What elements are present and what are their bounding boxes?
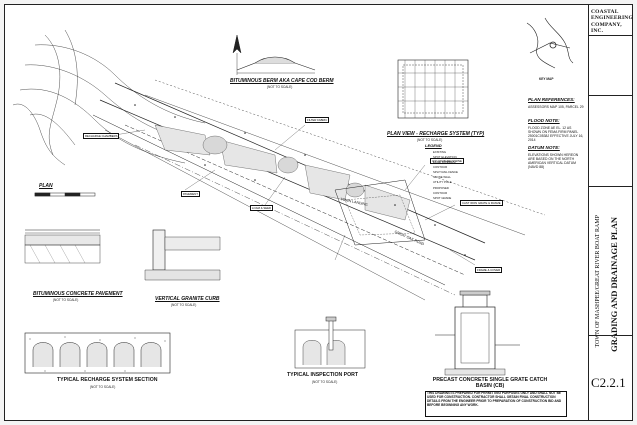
inspection-not-to-scale: (NOT TO SCALE) [312, 380, 338, 384]
plan-title: PLAN [39, 183, 53, 189]
berm-not-to-scale: (NOT TO SCALE) [267, 85, 293, 89]
datum-note-text: ELEVATIONS SHOWN HEREON ARE BASED ON THE… [528, 153, 579, 170]
sheet-block [588, 335, 632, 421]
sheet-number: C2.2.1 [591, 375, 626, 390]
callout-pavement: PAVEMENT [181, 191, 200, 198]
legend-item: EDGE PAVEMENT [433, 160, 457, 164]
company-line2: ENGINEERING [591, 15, 633, 22]
company-line3: COMPANY, INC. [591, 21, 622, 34]
legend-item: EXISTING [433, 150, 447, 154]
legend-item: SPOT GRADE [433, 196, 452, 200]
catch-basin-title: PRECAST CONCRETE SINGLE GRATE CATCH BASI… [432, 377, 548, 390]
company-divider [588, 35, 632, 36]
callout-grate: CAST IRON GRATE & FRAME [460, 200, 503, 207]
title-block [588, 5, 633, 420]
project-title: TOWN OF MASHPEE/GREAT RIVER BOAT RAMP [595, 215, 601, 348]
callout-stone: 3/4" CRUSHED STONE [430, 158, 464, 165]
plan-view-title: PLAN VIEW - RECHARGE SYSTEM (TYP) [387, 131, 485, 137]
company-line1: COASTAL [591, 9, 619, 15]
site-plan-drawing [12, 29, 546, 376]
recharge-section-title: TYPICAL RECHARGE SYSTEM SECTION [57, 377, 158, 383]
inspection-port-title: TYPICAL INSPECTION PORT [287, 372, 359, 378]
project-subtitle: GRADING AND DRAINAGE PLAN [609, 217, 619, 352]
callout-recharge: RECHARGE CHAMBERS [83, 133, 120, 140]
curb-title: VERTICAL GRANITE CURB [155, 296, 220, 302]
key-map [526, 17, 574, 69]
recharge-not-to-scale: (NOT TO SCALE) [90, 385, 116, 389]
revision-block [588, 95, 632, 187]
plan-references-text: ASSESSORS MAP 105, PARCEL 29 [528, 105, 584, 109]
legend-item: CONTOUR [433, 191, 448, 195]
legend-item: SPOT ELEVATION [433, 155, 457, 159]
flood-note-title: FLOOD NOTE: [528, 118, 560, 123]
drawing-sheet: PLAN BITUMINOUS BERM AKA CAPE COD BERM (… [4, 4, 633, 421]
legend-item: PROPOSED [433, 186, 449, 190]
legend-item: STONE WALL [433, 175, 451, 179]
legend-item: SPLIT RAIL FENCE [433, 170, 458, 174]
legend-title: LEGEND [425, 143, 442, 148]
company-name: COASTAL ENGINEERING COMPANY, INC. [591, 9, 633, 34]
plan-view-not-to-scale: (NOT TO SCALE) [417, 138, 443, 142]
disclaimer-box [425, 391, 567, 417]
legend-item: UTILITY POLE [433, 180, 452, 184]
legend-item: CONTOUR [433, 165, 448, 169]
flood-note-text: FLOOD ZONE AE EL. 12 AS SHOWN ON FEMA FI… [528, 126, 584, 143]
key-map-label: KEY MAP [539, 77, 554, 81]
berm-title: BITUMINOUS BERM AKA CAPE COD BERM [230, 78, 334, 84]
curb-not-to-scale: (NOT TO SCALE) [171, 303, 197, 307]
datum-note-title: DATUM NOTE: [528, 145, 560, 150]
callout-fabric: FILTER FABRIC [305, 117, 330, 124]
pavement-title: BITUMINOUS CONCRETE PAVEMENT [33, 291, 123, 297]
callout-frame: FRAME & COVER [475, 267, 503, 274]
pavement-not-to-scale: (NOT TO SCALE) [53, 298, 79, 302]
plan-references-title: PLAN REFERENCES: [528, 97, 575, 102]
callout-loam: LOAM & SEED [250, 205, 273, 212]
disclaimer-text: THIS DRAWING IS PREPARED FOR PERMITTING … [427, 391, 562, 407]
